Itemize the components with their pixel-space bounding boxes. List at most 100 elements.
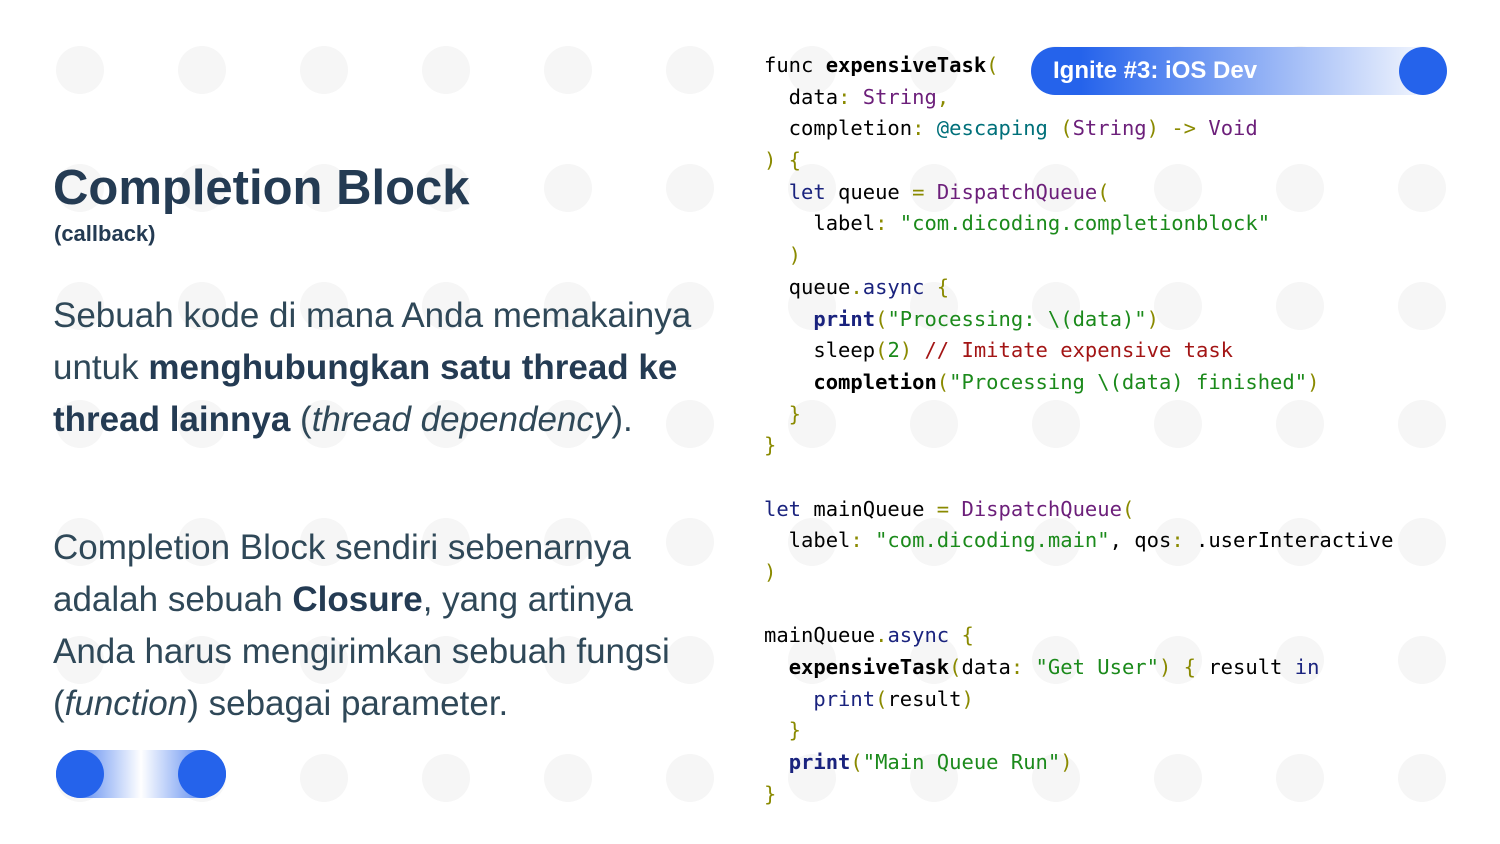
code-token: : xyxy=(875,211,900,236)
code-line: } xyxy=(764,715,1393,747)
code-token: ) xyxy=(1307,369,1320,394)
code-line: label: "com.dicoding.completionblock" xyxy=(764,208,1393,240)
course-badge-label: Ignite #3: iOS Dev xyxy=(1053,57,1258,84)
paragraph-run: , yang artinya Anda harus mengirimkan se… xyxy=(53,580,670,723)
code-token: : xyxy=(912,116,937,141)
background-dot xyxy=(1154,282,1202,330)
code-line: expensiveTask(data: "Get User") { result… xyxy=(764,652,1393,684)
background-dot xyxy=(1276,754,1324,802)
code-token: { xyxy=(924,274,950,299)
code-token: "com.dicoding.main" xyxy=(875,528,1110,553)
code-line: completion: @escaping (String) -> Void xyxy=(764,113,1393,145)
description-paragraph-2: Completion Block sendiri sebenarnya adal… xyxy=(53,522,713,730)
code-token: .userInteractive xyxy=(1196,528,1394,553)
code-token: "Processing \(data) finished" xyxy=(949,369,1308,394)
background-dot xyxy=(1398,400,1446,448)
slide-title: Completion Block xyxy=(53,161,470,215)
background-dot xyxy=(1276,282,1324,330)
code-token: ) { xyxy=(764,148,802,173)
background-dot xyxy=(178,164,226,212)
code-line: } xyxy=(764,779,1393,811)
background-dot xyxy=(56,518,104,566)
background-dot xyxy=(1154,518,1202,566)
code-token: } xyxy=(764,401,802,426)
paragraph-run: ). xyxy=(611,400,633,439)
background-dot xyxy=(910,518,958,566)
background-dot xyxy=(666,518,714,566)
code-token: print xyxy=(813,686,876,711)
background-dot xyxy=(910,46,958,94)
code-token: completion xyxy=(813,369,937,394)
background-dot xyxy=(300,518,348,566)
code-line xyxy=(764,589,1393,621)
background-dot xyxy=(788,636,836,684)
background-dot xyxy=(178,46,226,94)
background-dot xyxy=(788,518,836,566)
background-dot xyxy=(422,754,470,802)
code-token: sleep xyxy=(764,338,876,363)
background-dot xyxy=(178,400,226,448)
background-dot xyxy=(544,518,592,566)
background-dot xyxy=(544,636,592,684)
description-paragraph-1: Sebuah kode di mana Anda memakainya untu… xyxy=(53,290,713,446)
paragraph-run: Completion Block sendiri sebenarnya adal… xyxy=(53,528,631,619)
code-token: let xyxy=(764,496,802,521)
code-token: } xyxy=(764,433,777,458)
background-dot xyxy=(544,754,592,802)
background-dot xyxy=(422,46,470,94)
background-dot xyxy=(1276,164,1324,212)
background-dot xyxy=(300,282,348,330)
background-dot xyxy=(300,46,348,94)
code-token: } xyxy=(764,718,802,743)
code-block: func expensiveTask( data: String, comple… xyxy=(764,50,1393,811)
background-dot xyxy=(178,282,226,330)
background-dot xyxy=(1032,400,1080,448)
code-token: ) { xyxy=(1158,655,1209,680)
background-dot xyxy=(1032,164,1080,212)
code-token xyxy=(764,687,813,711)
background-dot xyxy=(666,282,714,330)
code-token: ( xyxy=(875,338,888,363)
code-token: "Processing: \(data)" xyxy=(887,306,1147,331)
code-line: data: String, xyxy=(764,82,1393,114)
background-dot xyxy=(1032,636,1080,684)
code-token: data xyxy=(961,655,1011,680)
background-dot xyxy=(422,400,470,448)
code-line: ) xyxy=(764,240,1393,272)
code-line: } xyxy=(764,399,1393,431)
background-dot xyxy=(1154,636,1202,684)
decorative-pill xyxy=(56,750,226,798)
code-token: ) -> xyxy=(1146,116,1209,141)
code-token: mainQueue xyxy=(801,496,937,521)
code-token: result xyxy=(887,686,962,711)
background-dot xyxy=(544,164,592,212)
background-dot xyxy=(910,400,958,448)
background-dot xyxy=(56,636,104,684)
code-line: label: "com.dicoding.main", qos: .userIn… xyxy=(764,525,1394,557)
code-token: in xyxy=(1294,655,1320,680)
pill-circle-left xyxy=(56,750,104,798)
background-dot xyxy=(910,164,958,212)
code-token: : xyxy=(850,528,876,553)
code-line: ) { xyxy=(764,145,1393,177)
background-dot xyxy=(1276,518,1324,566)
code-token xyxy=(764,307,813,331)
code-token: ( xyxy=(1097,179,1110,204)
background-dot xyxy=(422,282,470,330)
background-dot xyxy=(544,282,592,330)
background-dot xyxy=(666,754,714,802)
code-token: String xyxy=(1072,116,1147,141)
paragraph-run: thread dependency xyxy=(311,400,612,439)
code-line: let queue = DispatchQueue( xyxy=(764,177,1393,209)
code-token: ( xyxy=(875,306,888,331)
code-token: DispatchQueue xyxy=(936,179,1098,204)
code-token: 2 xyxy=(887,338,900,363)
code-token: "Main Queue Run" xyxy=(862,750,1061,775)
background-dot xyxy=(56,400,104,448)
background-dot xyxy=(300,754,348,802)
background-dot xyxy=(1154,164,1202,212)
code-token: queue xyxy=(764,274,851,299)
code-token: DispatchQueue xyxy=(961,496,1122,521)
code-token: ) xyxy=(1060,750,1073,775)
background-dot xyxy=(910,282,958,330)
